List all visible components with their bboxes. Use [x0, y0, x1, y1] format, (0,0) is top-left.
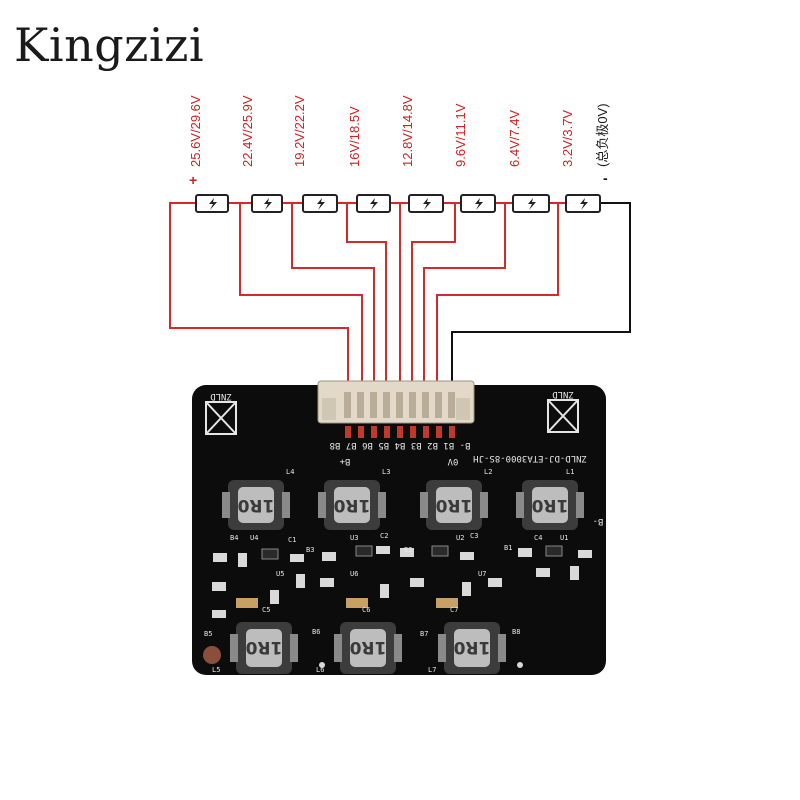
svg-text:1R0: 1R0: [333, 495, 370, 515]
svg-text:U6: U6: [350, 570, 358, 578]
board-brand-left: ZNLD: [210, 391, 232, 401]
battery-cell-icon: [251, 194, 283, 213]
brand-watermark: Kingzizi: [14, 18, 205, 72]
battery-cell-icon: [195, 194, 229, 213]
label-bplus: B+: [339, 456, 350, 466]
svg-text:B7: B7: [420, 630, 428, 638]
wire-b1: [436, 203, 559, 425]
svg-text:C1: C1: [288, 536, 296, 544]
board-model-label: ZNLD-DJ-ETA3000-8S-JH: [473, 453, 587, 463]
svg-text:1R0: 1R0: [531, 495, 568, 515]
label-0v: 0V: [447, 456, 458, 466]
inductor-l5: 1R0: [230, 622, 298, 674]
svg-text:U7: U7: [478, 570, 486, 578]
battery-cell-icon: [408, 194, 444, 213]
pin-label-row: B- B1 B2 B3 B4 B5 B6 B7 B8: [330, 440, 471, 450]
svg-text:B5: B5: [204, 630, 212, 638]
svg-text:1R0: 1R0: [435, 495, 472, 515]
svg-text:L4: L4: [286, 468, 294, 476]
svg-text:C6: C6: [362, 606, 370, 614]
battery-cell-icon: [356, 194, 391, 213]
svg-text:L6: L6: [316, 666, 324, 674]
inductor-l4: 1R0: [222, 480, 290, 530]
svg-text:L7: L7: [428, 666, 436, 674]
wire-b5: [346, 203, 387, 425]
negative-pole-label: -: [603, 170, 608, 186]
wire-b8: [169, 202, 349, 425]
svg-text:1R0: 1R0: [237, 495, 274, 515]
svg-text:L2: L2: [484, 468, 492, 476]
battery-cell-icon: [302, 194, 338, 213]
battery-cell-icon: [460, 194, 496, 213]
svg-text:1R0: 1R0: [453, 637, 490, 657]
svg-text:B1: B1: [504, 544, 512, 552]
svg-text:C2: C2: [380, 532, 388, 540]
svg-text:C4: C4: [534, 534, 542, 542]
mounting-hole: [203, 646, 221, 664]
wire-b3: [411, 203, 456, 425]
svg-text:B4: B4: [230, 534, 238, 542]
svg-text:L1: L1: [566, 468, 574, 476]
smd-components: [212, 545, 592, 618]
svg-text:U1: U1: [560, 534, 568, 542]
inductor-l6: 1R0: [334, 622, 402, 674]
wire-b6: [291, 203, 375, 425]
battery-cells: [195, 194, 601, 213]
battery-cell-icon: [512, 194, 550, 213]
inductor-l2: 1R0: [420, 480, 488, 530]
svg-text:U2: U2: [456, 534, 464, 542]
svg-text:B2: B2: [404, 546, 412, 554]
svg-text:U4: U4: [250, 534, 258, 542]
label-bminus: B-: [593, 516, 604, 526]
svg-text:U5: U5: [276, 570, 284, 578]
svg-text:L5: L5: [212, 666, 220, 674]
svg-text:B8: B8: [512, 628, 520, 636]
svg-text:U3: U3: [350, 534, 358, 542]
svg-text:B3: B3: [306, 546, 314, 554]
svg-text:C5: C5: [262, 606, 270, 614]
wire-b7: [239, 203, 363, 425]
positive-pole-label: +: [189, 172, 198, 188]
wire-b2: [423, 203, 506, 425]
inductor-l7: 1R0: [438, 622, 506, 674]
inductor-l3: 1R0: [318, 480, 386, 530]
inductor-l1: 1R0: [516, 480, 584, 530]
svg-text:1R0: 1R0: [245, 637, 282, 657]
pcb-board: ZNLD ZNLD B- B1 B2 B3 B4 B5 B6 B7 B8 ZNL…: [192, 380, 606, 675]
svg-text:1R0: 1R0: [349, 637, 386, 657]
svg-text:C7: C7: [450, 606, 458, 614]
wire-ground: [451, 202, 631, 425]
board-brand-right: ZNLD: [552, 389, 574, 399]
svg-text:L3: L3: [382, 468, 390, 476]
svg-text:C3: C3: [470, 532, 478, 540]
battery-cell-icon: [565, 194, 601, 213]
balance-wires: [169, 202, 566, 425]
svg-text:B6: B6: [312, 628, 320, 636]
